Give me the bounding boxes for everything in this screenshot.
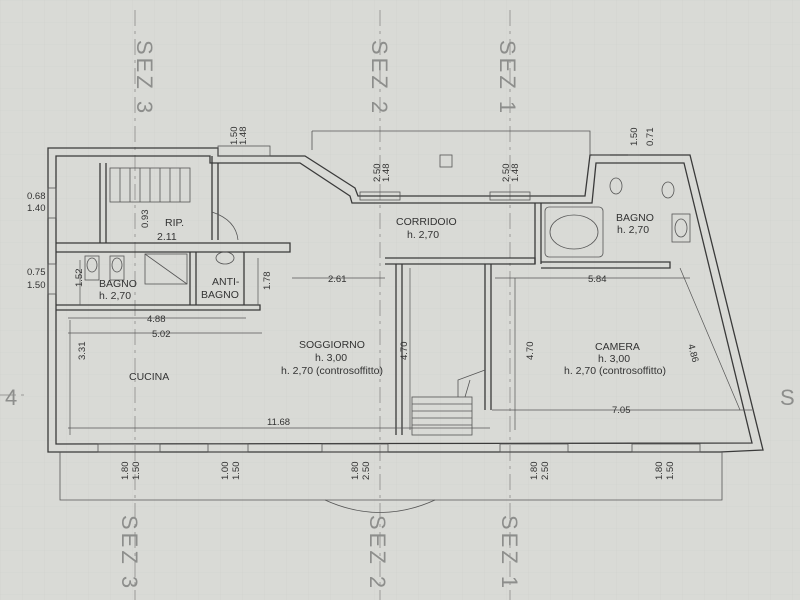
dim-11-68: 11.68 [267,417,290,428]
stairs-top-left [109,167,191,203]
opening-top-1-width: 1.48 [238,127,249,146]
opening-bottom-4-width: 1.80 [529,462,540,481]
dim-4-70-b: 4.70 [525,342,536,361]
section-label-sez2-top: SEZ 2 [367,40,392,116]
section-label-sez1-top: SEZ 1 [495,40,520,116]
opening-left-2-width: 0.75 [27,267,46,278]
dim-5-84: 5.84 [588,274,607,285]
room-corridoio-height: h. 2,70 [407,229,439,241]
dim-4-86: 4.86 [685,343,700,364]
opening-bottom-2-height: 1.50 [231,462,242,481]
room-camera-ceiling: h. 2,70 (controsoffitto) [564,365,666,377]
section-label-sez2-bottom: SEZ 2 [365,515,390,591]
room-antibagno-line1: ANTI- [212,276,240,288]
opening-bottom-5-width: 1.80 [654,462,665,481]
dim-7-05: 7.05 [612,405,631,416]
opening-top-4-height: 1.50 [629,128,640,147]
dimension-lines [68,258,752,435]
window-marks [47,145,701,453]
toilet-left [84,255,100,281]
toilet-right [609,177,623,195]
room-bagno-left-name: BAGNO [99,278,137,290]
room-cucina-name: CUCINA [129,371,169,383]
opening-bottom-1-width: 1.80 [120,462,131,481]
opening-top-4-width: 0.71 [645,128,656,147]
section-label-sez3-top: SEZ 3 [132,40,157,116]
dim-0-93: 0.93 [140,210,151,229]
dim-4-70-a: 4.70 [399,342,410,361]
shower-left [144,253,188,285]
room-soggiorno-height: h. 3,00 [315,352,347,364]
room-soggiorno-ceiling: h. 2,70 (controsoffitto) [281,365,383,377]
opening-left-1-width: 0.68 [27,191,46,202]
opening-bottom-4-height: 2.50 [540,462,551,481]
room-bagno-right-name: BAGNO [616,212,654,224]
room-camera-name: CAMERA [595,341,640,353]
opening-top-2-width: 1.48 [381,164,392,183]
opening-left-2-height: 1.50 [27,280,46,291]
dim-3-31: 3.31 [77,342,88,361]
sink-antibagno [215,251,235,265]
dim-1-78: 1.78 [262,272,273,291]
section-label-sez1-bottom: SEZ 1 [497,515,522,591]
interior-walls [56,154,671,435]
bidet-left [109,255,125,281]
opening-bottom-3-width: 1.80 [350,462,361,481]
bathtub [544,206,604,258]
door-swing-rip [211,211,239,241]
dim-5-02: 5.02 [152,329,171,340]
dim-2-61: 2.61 [328,274,347,285]
opening-bottom-5-height: 1.50 [665,462,676,481]
bidet-right [661,181,675,199]
room-corridoio-name: CORRIDOIO [396,216,457,228]
stairs-living [411,369,486,436]
section-marker-left: 4 [5,385,20,410]
room-rip-name: RIP. [165,217,184,229]
opening-top-2-height: 2.50 [372,164,383,183]
opening-bottom-1-height: 1.50 [131,462,142,481]
room-antibagno-line2: BAGNO [201,289,239,301]
sink-right [671,213,691,243]
chimney-block [439,154,453,168]
room-camera-height: h. 3,00 [598,353,630,365]
dim-1-52: 1.52 [74,269,85,288]
opening-top-3-height: 2.50 [501,164,512,183]
opening-bottom-2-width: 1.00 [220,462,231,481]
section-label-sez3-bottom: SEZ 3 [117,515,142,591]
room-soggiorno-name: SOGGIORNO [299,339,365,351]
room-bagno-right-height: h. 2,70 [617,224,649,236]
room-rip-height: 2.11 [157,231,177,243]
opening-top-3-width: 1.48 [510,164,521,183]
opening-top-1-height: 1.50 [229,127,240,146]
opening-bottom-3-height: 2.50 [361,462,372,481]
section-marker-right: S [780,385,798,410]
opening-left-1-height: 1.40 [27,203,46,214]
room-bagno-left-height: h. 2,70 [99,290,131,302]
dim-4-88: 4.88 [147,314,166,325]
